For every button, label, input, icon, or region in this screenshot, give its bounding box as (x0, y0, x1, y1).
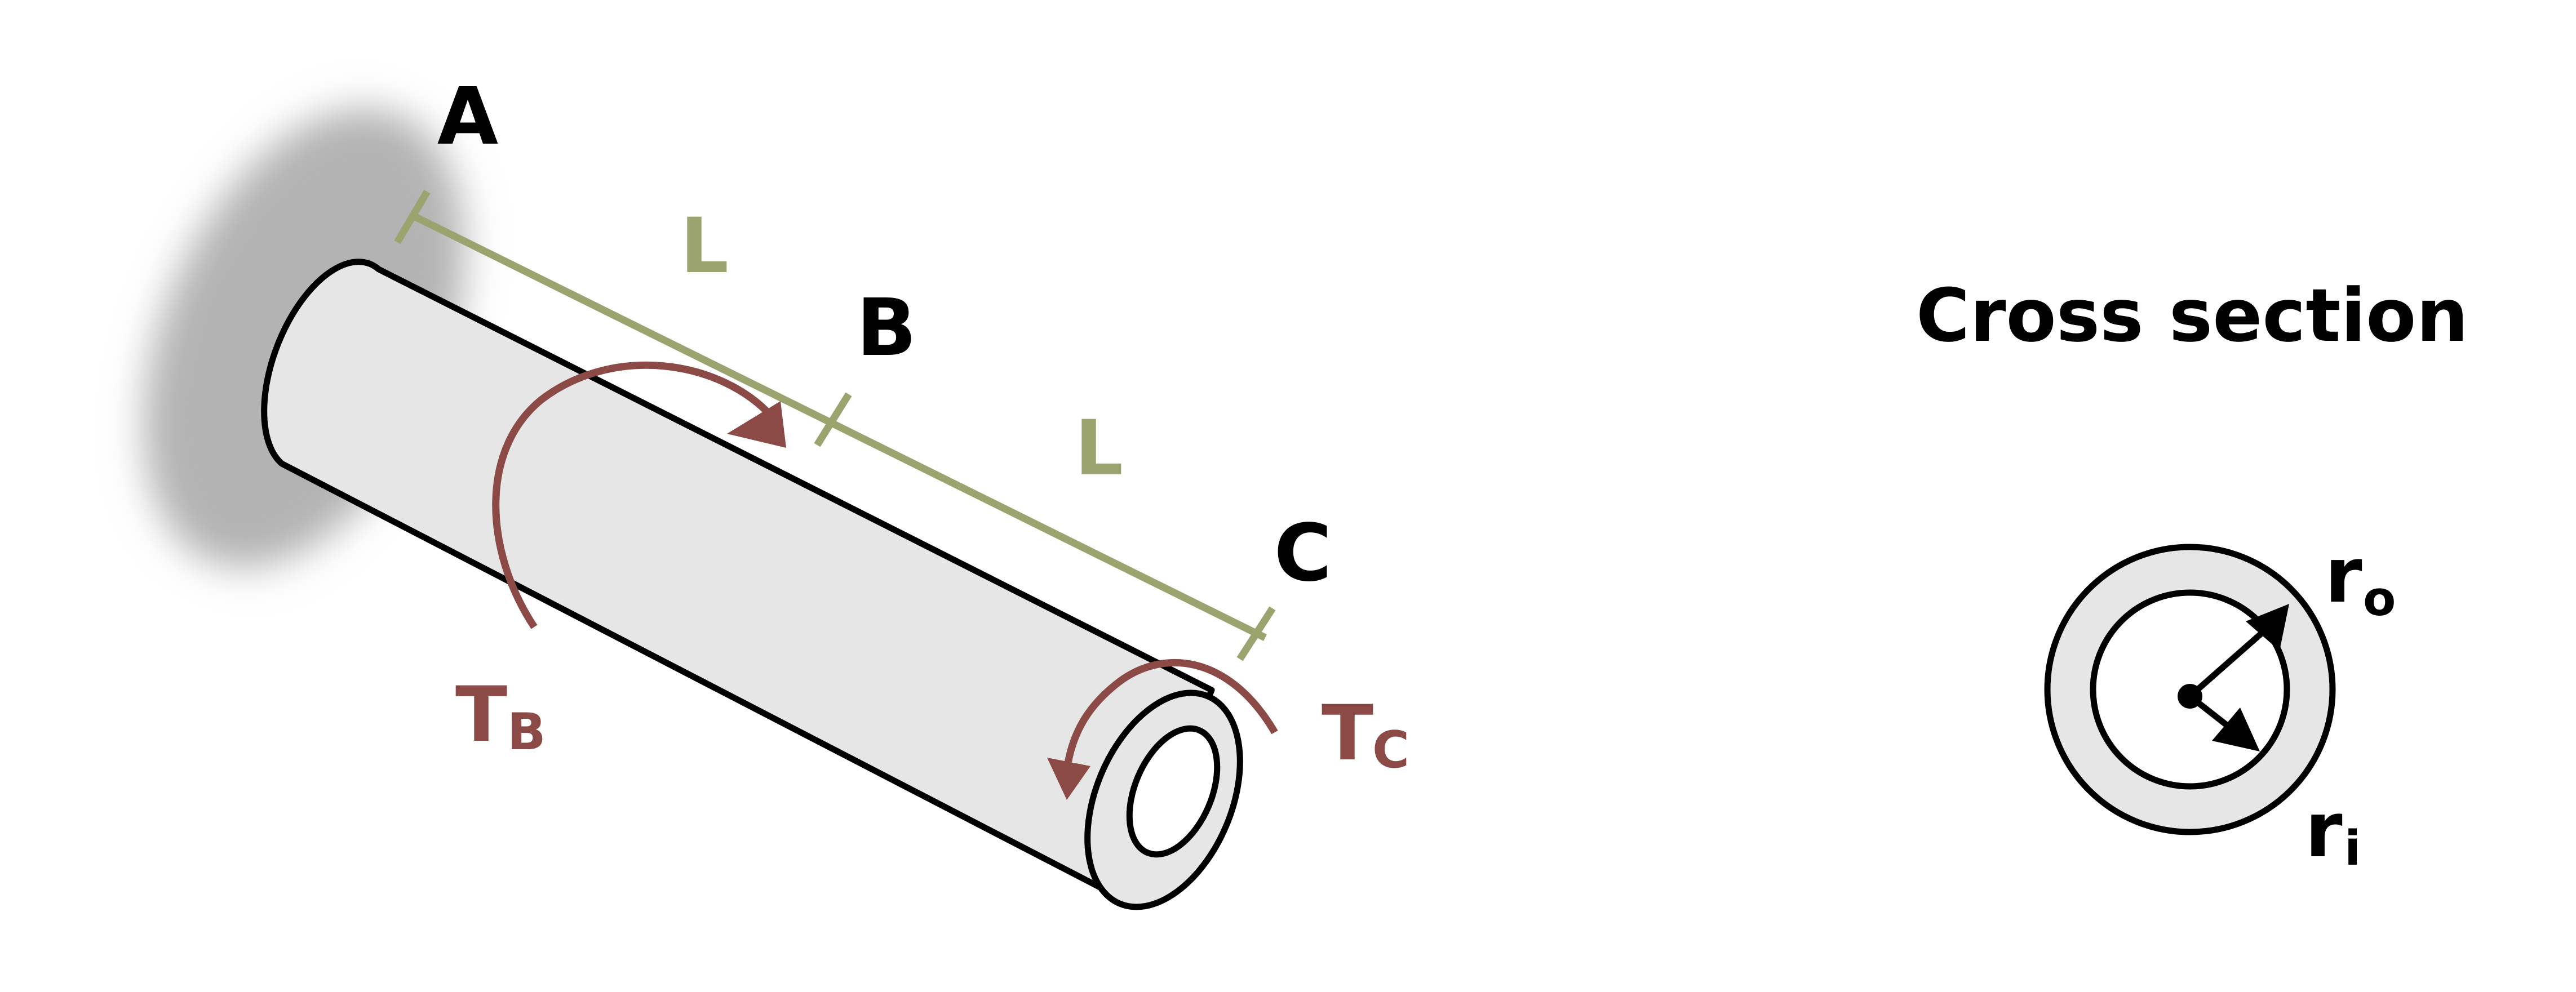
dimension-lines (394, 189, 1276, 661)
inner-radius-label: r i (2305, 786, 2361, 877)
shaft-body (261, 259, 1215, 905)
length-ab-label: L (680, 202, 729, 290)
outer-radius-subscript: o (2363, 571, 2396, 627)
torque-b-arrowhead (727, 401, 786, 448)
dimension-tick-b (814, 392, 852, 447)
torque-b-arc (492, 361, 775, 629)
outer-radius-label: r o (2325, 531, 2396, 627)
cross-section-figure (2044, 544, 2336, 835)
dimension-line-main (411, 212, 1267, 641)
inner-radius-subscript: i (2344, 821, 2361, 877)
length-bc-label: L (1075, 404, 1123, 492)
torque-c-arrowhead (1047, 758, 1090, 800)
cross-section-title: Cross section (1916, 273, 2468, 358)
dimension-tick-a (394, 189, 431, 244)
point-b-label: B (857, 282, 917, 374)
torque-b-symbol: T (455, 670, 507, 759)
torque-b-subscript: B (507, 702, 546, 762)
torque-b-arrow (492, 361, 786, 629)
outer-radius-arrowhead (2246, 604, 2289, 651)
torque-c-subscript: C (1372, 720, 1409, 780)
torque-c-arrow (1047, 659, 1278, 800)
shaft-end-face-inner (1126, 725, 1221, 858)
inner-radius-symbol: r (2305, 786, 2343, 874)
point-c-label: C (1274, 508, 1332, 599)
torque-b-label: T B (455, 670, 546, 762)
torque-c-arc (1064, 659, 1278, 764)
outer-radius-symbol: r (2325, 531, 2362, 620)
inner-radius-arrow-line (2188, 693, 2234, 732)
outer-radius-arrow-line (2188, 627, 2268, 699)
torque-c-label: T C (1322, 689, 1409, 780)
dimension-tick-c (1236, 606, 1276, 661)
point-a-label: A (437, 71, 498, 163)
torque-c-symbol: T (1322, 689, 1373, 777)
hollow-shaft (261, 259, 1243, 910)
inner-radius-arrowhead (2212, 708, 2260, 751)
